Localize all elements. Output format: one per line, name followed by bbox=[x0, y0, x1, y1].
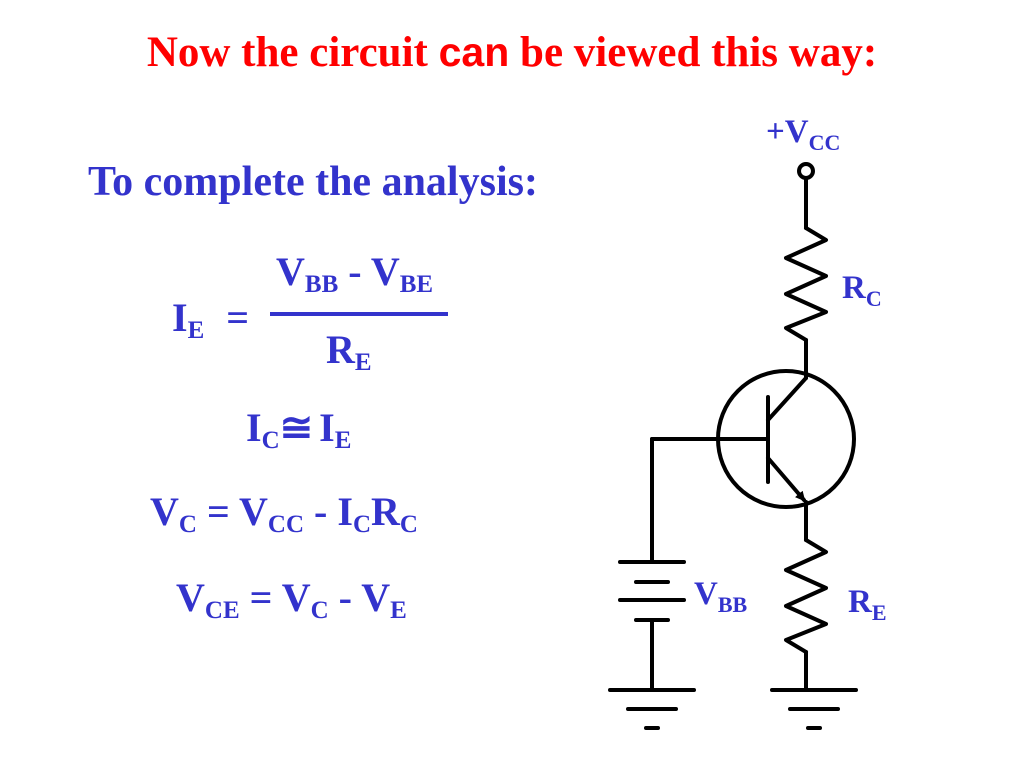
vc-equation: VC = VCC - ICRC bbox=[150, 489, 418, 538]
title-part1: Now the circuit bbox=[146, 29, 439, 76]
re-label: RE bbox=[848, 584, 887, 625]
ie-denominator: RE bbox=[326, 327, 372, 376]
ie-equals: = bbox=[226, 295, 250, 340]
ie-numerator: VBB - VBE bbox=[276, 249, 434, 298]
transistor-collector-lead bbox=[766, 376, 808, 422]
analysis-heading: To complete the analysis: bbox=[88, 159, 538, 205]
vce-equation: VCE = VC - VE bbox=[176, 575, 407, 624]
ground-symbol-left bbox=[608, 688, 696, 730]
vbb-label: VBB bbox=[694, 576, 748, 617]
rc-label: RC bbox=[842, 270, 882, 311]
re-resistor bbox=[784, 538, 828, 654]
fraction-bar bbox=[270, 312, 448, 316]
title-part2: be viewed this way: bbox=[509, 29, 878, 76]
ie-lhs: IE= bbox=[172, 295, 250, 344]
vcc-label: +VCC bbox=[766, 114, 840, 155]
slide-title: Now the circuit can be viewed this way: bbox=[0, 28, 1024, 77]
ground-symbol-right bbox=[770, 688, 858, 730]
rc-resistor bbox=[784, 226, 828, 342]
transistor-emitter-arrow bbox=[766, 456, 806, 502]
ic-approx-ie: IC≅IE bbox=[246, 405, 352, 454]
title-emphasis: can bbox=[438, 29, 510, 75]
vcc-terminal bbox=[797, 162, 815, 180]
